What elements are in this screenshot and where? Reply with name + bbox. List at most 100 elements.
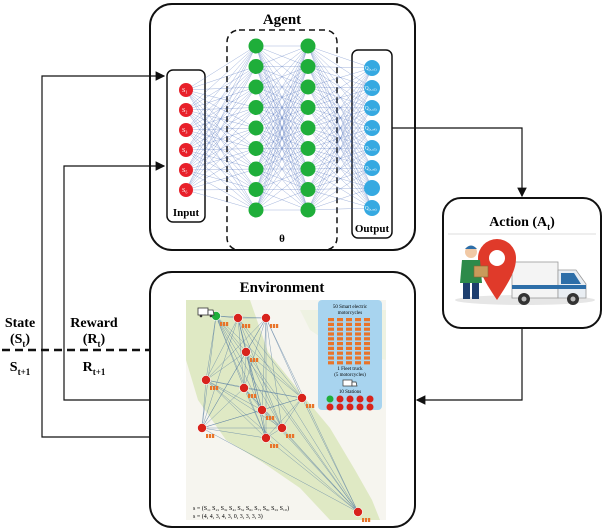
map-route [215,315,303,399]
network-edge [307,127,373,169]
network-edge [307,66,373,129]
network-edge [307,45,373,89]
network-edge [307,148,373,189]
legend-motorcycle-icon [346,322,352,326]
hidden-node [300,59,316,74]
map-route [201,387,245,429]
network-edge [307,107,373,109]
network-edge [307,86,373,89]
station-motorcycle-icon [273,444,276,448]
map-route [243,387,267,439]
delivery-illustration [455,239,595,305]
network-edge [255,45,309,211]
station-node [201,375,211,385]
network-edge [255,45,309,108]
location-pin-icon [478,239,516,300]
network-edge [307,189,373,209]
station-motorcycle-icon [306,404,309,408]
network-edge [307,45,373,129]
output-node [364,140,380,156]
reward-feedback-arrow [63,161,166,401]
map-route [237,317,359,513]
legend-line2: motorcycles [338,311,362,316]
network-edge [185,109,257,190]
hidden-node [300,79,316,95]
network-edge [185,66,257,191]
network-edge [307,86,373,149]
network-edge [185,86,257,111]
network-edge [185,127,257,131]
station-motorcycle-icon [270,444,273,448]
legend-motorcycle-icon [355,351,361,355]
legend-station-icon [336,403,344,411]
network-edge [307,86,373,169]
map-route [265,397,303,439]
hidden-node [300,161,316,177]
hidden-node [248,161,264,177]
station-motorcycle-icon [226,322,229,326]
map-route [237,317,303,399]
input-node [179,183,193,197]
hidden-node [248,120,264,136]
network-edge [185,45,257,171]
network-edge [255,45,309,149]
legend-motorcycle-icon [337,361,343,365]
network-edge [307,147,373,211]
network-edge [185,127,257,151]
state-next-label: St+1 [10,360,31,377]
station-motorcycle-icon [213,386,216,390]
station-motorcycle-icon [273,324,276,328]
network-edge [307,45,373,109]
network-edge [185,45,257,131]
station-motorcycle-icon [309,404,312,408]
legend-motorcycle-icon [346,351,352,355]
agent-title: Agent [263,12,301,28]
legend-station-icon [346,403,354,411]
hidden-node [248,59,264,74]
station-motorcycle-icon [362,518,365,522]
input-label: Input [173,207,200,219]
network-edge [185,45,257,191]
legend-motorcycle-icon [364,361,370,365]
map-route [245,351,359,513]
map-route [243,351,247,389]
map-land [186,300,380,520]
map-route [261,317,267,411]
network-nodes: S1S2S3S4S5S6Q(s,a1)Q(s,a2)Q(s,a3)Q(s,a4)… [179,38,380,218]
map-route [245,351,303,399]
network-edge [307,66,373,69]
map-route [245,351,283,429]
map-route [237,317,245,389]
station-motorcycle-icon [216,386,219,390]
output-node [364,180,380,196]
station-node [233,313,243,323]
network-edge [307,86,373,109]
legend-line3: 1 Fleet truck [337,367,363,372]
station-motorcycle-icon [289,434,292,438]
input-node [179,143,193,157]
input-node-label: S1 [182,88,187,95]
network-edge [185,127,257,191]
network-edge [307,107,373,209]
map-route [237,317,283,429]
network-edge [185,107,257,131]
legend-motorcycle-icon [328,318,334,322]
agent-to-action-arrow [392,127,527,198]
output-node-label: Q(s,a1) [365,67,377,73]
state-feedback-arrow [41,71,166,438]
network-edge [255,45,309,190]
network-edge [185,149,257,211]
map-route [301,397,359,513]
network-edge [185,89,257,190]
legend-motorcycle-icon [346,361,352,365]
network-edge [307,127,373,189]
network-edge [307,167,373,211]
network-edge [185,109,257,129]
station-motorcycle-icon [210,386,213,390]
legend-motorcycle-icon [337,351,343,355]
output-node [364,160,380,176]
legend-motorcycle-icon [346,342,352,346]
network-edge [307,167,373,170]
output-node-label: Q(s,a2) [365,87,377,93]
